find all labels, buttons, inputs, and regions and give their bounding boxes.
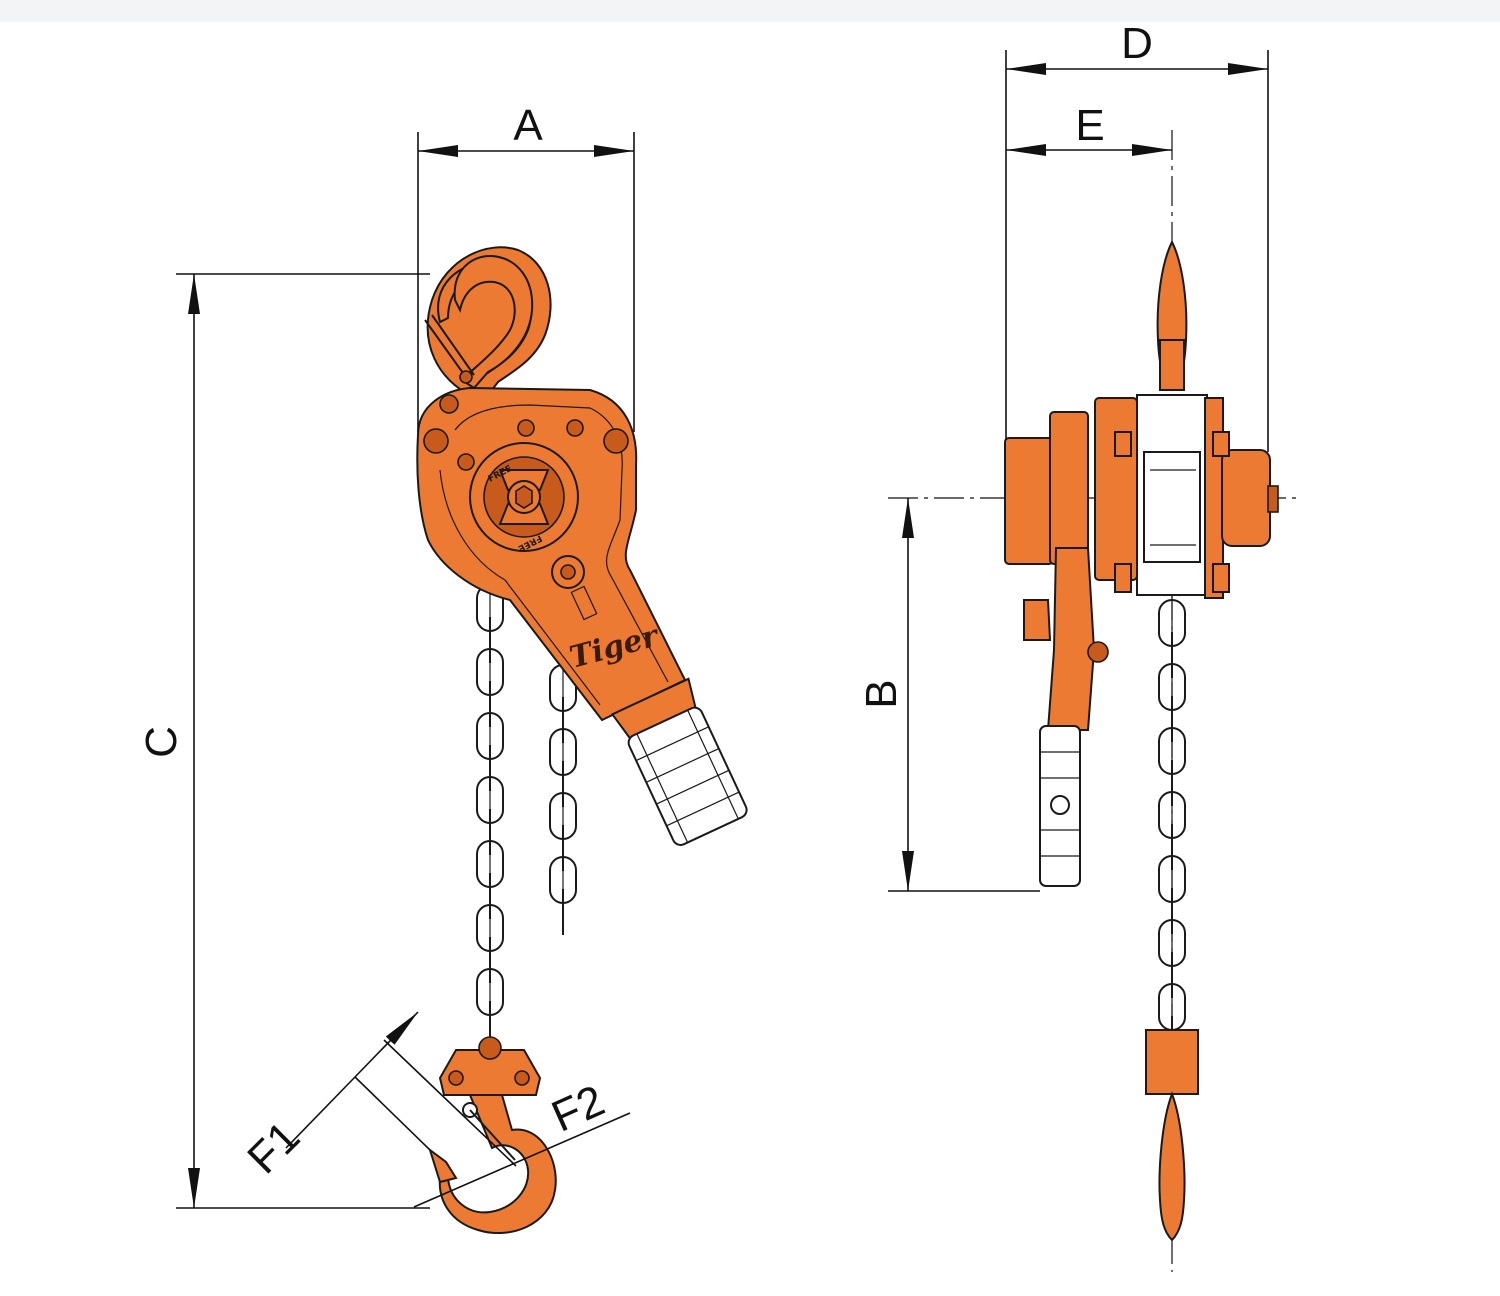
lever-handle-grip (610, 677, 748, 846)
top-hook (424, 246, 552, 396)
side-top-hook (1156, 239, 1188, 392)
slack-chain (549, 660, 577, 935)
side-view (888, 130, 1300, 1272)
dimension-label-e: E (1075, 101, 1104, 150)
dimension-a: A (417, 101, 635, 432)
dimension-label-a: A (513, 101, 543, 150)
side-body (1004, 394, 1279, 599)
dimension-label-d: D (1121, 19, 1153, 68)
top-band (0, 0, 1500, 22)
dimension-annotations: A C D E B (137, 19, 1269, 1209)
front-view: FREE FREE Tiger (416, 246, 748, 1235)
load-chain (476, 580, 504, 1047)
dimension-label-b: B (857, 679, 906, 708)
dimension-e: E (1006, 101, 1172, 156)
side-bottom-hook (1145, 1029, 1199, 1242)
hoist-body: FREE FREE Tiger (416, 386, 687, 722)
dimension-label-f2: F2 (545, 1076, 612, 1142)
dimension-b: B (857, 498, 1040, 892)
dimension-d: D (1005, 19, 1269, 452)
dimension-label-c: C (137, 726, 186, 758)
dimension-label-f1: F1 (238, 1112, 309, 1183)
side-chain (1158, 595, 1186, 1062)
dimension-c: C (137, 273, 430, 1209)
side-lever-handle (1023, 547, 1109, 887)
bottom-hook (428, 1036, 557, 1235)
